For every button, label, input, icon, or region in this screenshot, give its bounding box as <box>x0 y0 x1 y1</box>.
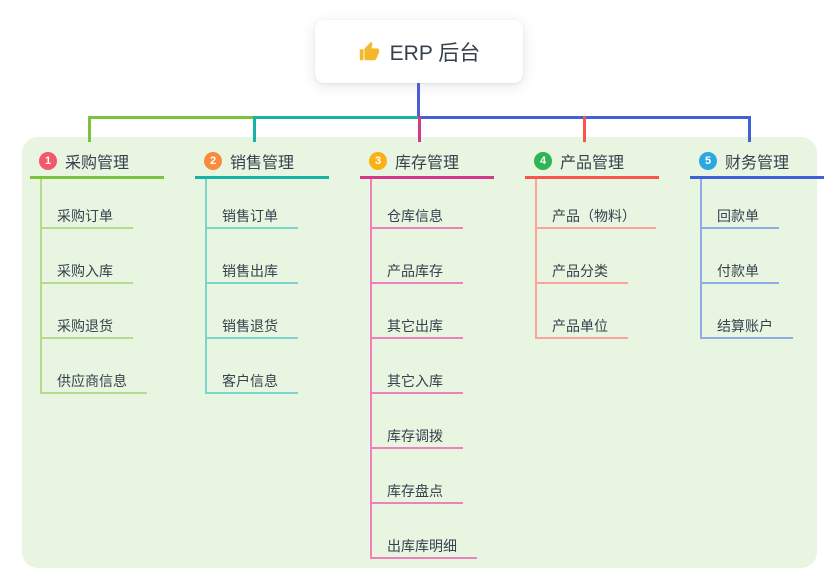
child-node[interactable]: 回款单 <box>700 203 779 229</box>
branch-badge: 2 <box>204 152 222 170</box>
branch-badge: 5 <box>699 152 717 170</box>
branch-spine-line <box>40 179 42 394</box>
child-node[interactable]: 产品分类 <box>535 258 628 284</box>
child-node[interactable]: 客户信息 <box>205 368 298 394</box>
child-node[interactable]: 产品（物料） <box>535 203 656 229</box>
branch-spine-line <box>205 179 207 394</box>
child-node[interactable]: 库存调拨 <box>370 423 463 449</box>
branch-label: 产品管理 <box>560 155 625 172</box>
connector-stub-branch-1 <box>88 116 91 142</box>
connector-stub-branch-2 <box>253 116 256 142</box>
child-node[interactable]: 付款单 <box>700 258 779 284</box>
branch-badge: 4 <box>534 152 552 170</box>
child-node[interactable]: 供应商信息 <box>40 368 147 394</box>
branch-header-5[interactable]: 5 财务管理 <box>690 146 824 179</box>
child-node[interactable]: 结算账户 <box>700 313 793 339</box>
connector-stub-branch-5 <box>748 116 751 142</box>
child-node[interactable]: 产品库存 <box>370 258 463 284</box>
branch-header-3[interactable]: 3 库存管理 <box>360 146 494 179</box>
branch-spine-line <box>370 179 372 559</box>
branch-label: 销售管理 <box>230 155 295 172</box>
branch-spine-line <box>535 179 537 339</box>
child-node[interactable]: 库存盘点 <box>370 478 463 504</box>
child-node[interactable]: 出库库明细 <box>370 533 477 559</box>
root-vertical-line <box>417 83 420 119</box>
branch-header-1[interactable]: 1 采购管理 <box>30 146 164 179</box>
child-node[interactable]: 销售退货 <box>205 313 298 339</box>
child-node[interactable]: 销售出库 <box>205 258 298 284</box>
child-node[interactable]: 仓库信息 <box>370 203 463 229</box>
child-node[interactable]: 其它入库 <box>370 368 463 394</box>
child-node[interactable]: 产品单位 <box>535 313 628 339</box>
child-node[interactable]: 销售订单 <box>205 203 298 229</box>
branch-spine-line <box>700 179 702 339</box>
branch-label: 库存管理 <box>395 155 460 172</box>
connector-stub-branch-4 <box>583 116 586 142</box>
child-node[interactable]: 采购订单 <box>40 203 133 229</box>
root-node[interactable]: ERP 后台 <box>315 20 523 83</box>
branch-label: 财务管理 <box>725 155 790 172</box>
child-node[interactable]: 其它出库 <box>370 313 463 339</box>
branch-badge: 1 <box>39 152 57 170</box>
branch-badge: 3 <box>369 152 387 170</box>
branches-panel <box>22 137 817 568</box>
connector-horizontal-branch-1 <box>88 116 253 119</box>
root-title: ERP 后台 <box>389 41 481 65</box>
child-node[interactable]: 采购退货 <box>40 313 133 339</box>
branch-header-2[interactable]: 2 销售管理 <box>195 146 329 179</box>
branch-label: 采购管理 <box>65 155 130 172</box>
child-node[interactable]: 采购入库 <box>40 258 133 284</box>
connector-horizontal-branch-2 <box>253 116 418 119</box>
connector-stub-branch-3 <box>418 116 421 142</box>
thumbs-up-icon <box>358 41 380 63</box>
branch-header-4[interactable]: 4 产品管理 <box>525 146 659 179</box>
